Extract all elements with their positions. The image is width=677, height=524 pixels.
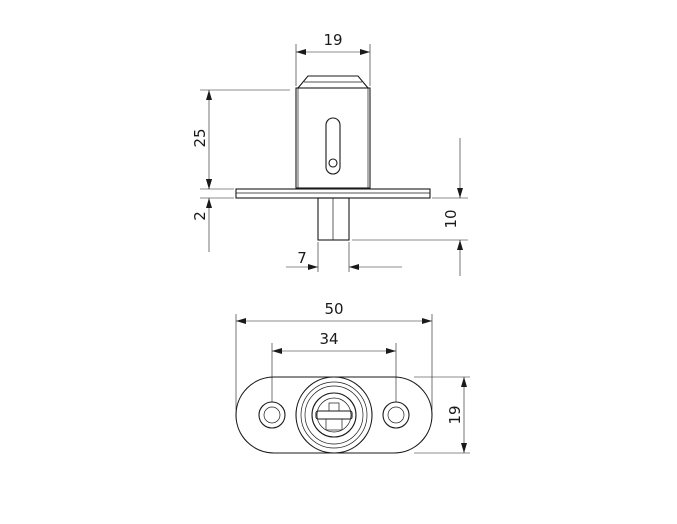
slot-pin <box>328 158 338 168</box>
dimension-pin-diameter-label: 7 <box>297 249 307 267</box>
lock-cylinder <box>295 376 373 454</box>
lock-pin <box>317 197 350 241</box>
base-plate <box>235 188 431 199</box>
front-view <box>235 376 433 454</box>
dimension-overall-length-label: 50 <box>324 300 343 318</box>
dimension-hole-spacing-label: 34 <box>319 330 338 348</box>
lock-slot <box>325 117 341 175</box>
dimension-top-width: 19 <box>295 31 371 86</box>
dimension-plate-height: 19 <box>414 376 470 454</box>
right-screw-hole <box>382 401 410 429</box>
dimension-overall-length: 50 <box>235 300 433 410</box>
dimension-pin-diameter: 7 <box>286 242 402 272</box>
dimension-body-height: 25 <box>191 89 290 190</box>
key-slot <box>315 410 353 420</box>
dimension-hole-spacing: 34 <box>271 330 397 402</box>
dimension-top-width-label: 19 <box>323 31 342 49</box>
lock-body <box>295 87 371 189</box>
dimension-plate-thickness-label: 2 <box>191 211 209 221</box>
dimension-pin-length: 10 <box>352 138 468 276</box>
dimension-body-height-label: 25 <box>191 128 209 147</box>
oval-plate <box>235 376 433 454</box>
dimension-plate-thickness: 2 <box>191 179 234 252</box>
left-screw-hole <box>258 401 286 429</box>
dimension-plate-height-label: 19 <box>446 405 464 424</box>
side-view <box>235 75 431 241</box>
dimension-pin-length-label: 10 <box>442 209 460 228</box>
